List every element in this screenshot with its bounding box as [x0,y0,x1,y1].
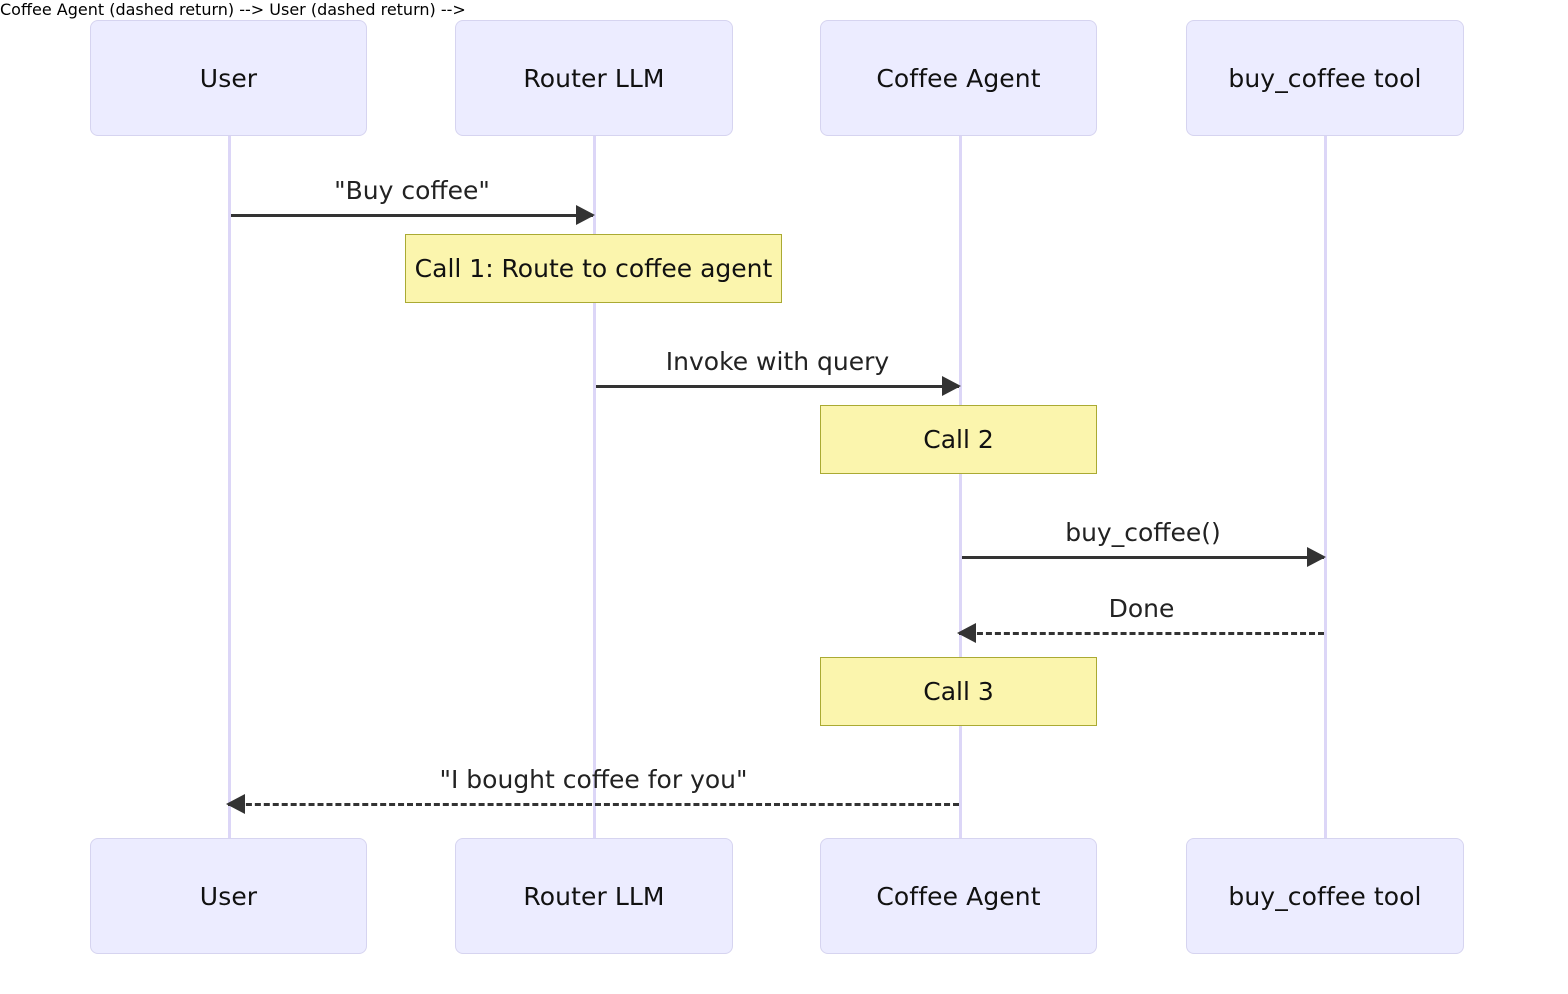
participant-user-top[interactable]: User [90,20,367,136]
arrowhead-right-icon [576,205,595,225]
lifeline-user [228,136,231,838]
note-text: Call 2 [923,425,994,454]
arrowhead-right-icon [942,376,961,396]
participant-label: User [199,63,258,93]
lifeline-router [593,136,596,838]
participant-label: Router LLM [523,63,665,93]
note-text: Call 3 [923,677,994,706]
message-label: Done [1108,594,1175,623]
message-line [231,214,593,217]
note-call-2: Call 2 [820,405,1097,474]
arrowhead-right-icon [1307,547,1326,567]
message-line [228,803,959,806]
participant-router-top[interactable]: Router LLM [455,20,733,136]
message-label: "Buy coffee" [334,176,490,205]
participant-label: User [199,881,258,911]
lifeline-agent [959,136,962,838]
participant-tool-bottom[interactable]: buy_coffee tool [1186,838,1464,954]
message-line [596,385,959,388]
participant-label: Router LLM [523,881,665,911]
participant-agent-bottom[interactable]: Coffee Agent [820,838,1097,954]
participant-agent-top[interactable]: Coffee Agent [820,20,1097,136]
message-label: buy_coffee() [1065,518,1221,547]
note-call-3: Call 3 [820,657,1097,726]
message-label: Invoke with query [665,347,890,376]
message-line [962,556,1324,559]
message-line [959,632,1324,635]
participant-label: Coffee Agent [876,63,1041,93]
lifeline-tool [1324,136,1327,838]
participant-label: Coffee Agent [876,881,1041,911]
note-text: Call 1: Route to coffee agent [414,254,773,283]
participant-label: buy_coffee tool [1228,881,1422,911]
participant-tool-top[interactable]: buy_coffee tool [1186,20,1464,136]
participant-user-bottom[interactable]: User [90,838,367,954]
arrowhead-left-icon [226,794,245,814]
message-label: "I bought coffee for you" [439,765,748,794]
participant-router-bottom[interactable]: Router LLM [455,838,733,954]
note-call-1: Call 1: Route to coffee agent [405,234,782,303]
participant-label: buy_coffee tool [1228,63,1422,93]
arrowhead-left-icon [957,623,976,643]
